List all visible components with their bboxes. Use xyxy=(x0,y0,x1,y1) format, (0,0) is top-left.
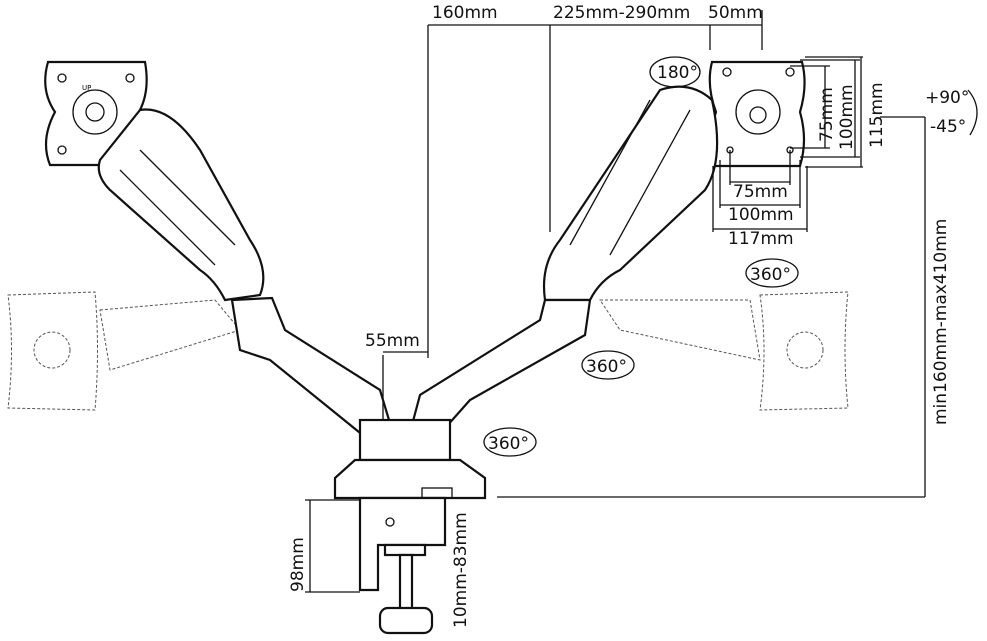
arm-reach-label: 225mm-290mm xyxy=(553,3,690,23)
base-and-clamp xyxy=(333,418,487,635)
top-dimension-lines xyxy=(427,10,763,358)
arm-offset-label: 160mm xyxy=(432,3,498,23)
rotate-arrow-icon xyxy=(649,56,701,88)
tilt-down-label: -45° xyxy=(930,117,966,137)
plate-rotation-label: 180° xyxy=(657,63,698,83)
swivel-arrow-icon xyxy=(745,258,799,288)
clamp-dimension-lines xyxy=(305,499,446,593)
pole-width-label: 55mm xyxy=(365,331,420,351)
height-range-label: min160mm-max410mm xyxy=(931,219,951,425)
vesa-width-100-label: 100mm xyxy=(728,205,794,225)
desk-thickness-label: 10mm-83mm xyxy=(451,512,471,628)
tilt-up-label: +90° xyxy=(925,88,969,108)
swivel-arrow-icon xyxy=(581,350,635,380)
height-range-lines xyxy=(497,116,926,498)
base-swivel-label: 360° xyxy=(488,434,529,454)
vesa-dimension-lines xyxy=(712,56,863,232)
tilt-arrow-icon xyxy=(967,89,978,136)
arm-swivel-label: 360° xyxy=(586,357,627,377)
vesa-height-75-label: 75mm xyxy=(817,87,837,142)
plate-offset-label: 50mm xyxy=(708,3,763,23)
vesa-height-100-label: 100mm xyxy=(837,84,857,150)
plate-height-label: 115mm xyxy=(867,82,887,148)
clamp-height-label: 98mm xyxy=(288,537,308,592)
vesa-width-75-label: 75mm xyxy=(733,182,788,202)
plate-width-label: 117mm xyxy=(728,229,794,249)
swivel-arrow-icon xyxy=(483,427,537,457)
up-marking: UP xyxy=(82,84,91,92)
plate-swivel-label: 360° xyxy=(750,265,791,285)
